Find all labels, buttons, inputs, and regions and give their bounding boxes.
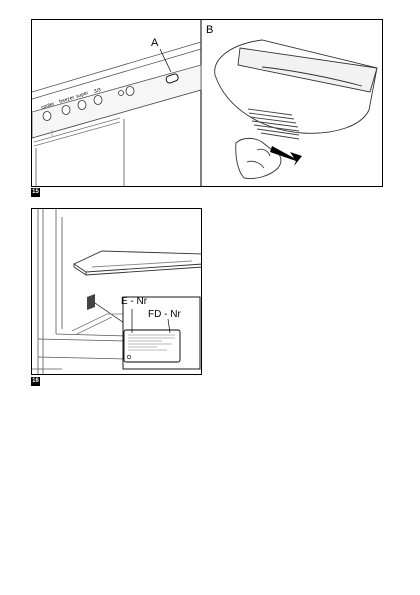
figure-15-number: 15 bbox=[31, 188, 40, 197]
glass-shelf bbox=[73, 250, 201, 276]
label-inset bbox=[122, 296, 201, 370]
hand bbox=[235, 137, 282, 179]
pull-arrow bbox=[270, 146, 302, 166]
panel-a-appliance bbox=[32, 41, 202, 186]
control-knobs bbox=[42, 86, 135, 121]
panel-b-lamp-cover bbox=[214, 39, 378, 134]
vent-slots bbox=[247, 108, 300, 140]
figure-16-drawing bbox=[32, 209, 201, 374]
figure-15: A B cooler freezer super 3/3 bbox=[31, 19, 383, 187]
fridge-interior bbox=[32, 209, 128, 374]
callout-a-label: A bbox=[151, 37, 159, 49]
figure-15-drawing bbox=[32, 20, 378, 186]
panel-b-label: B bbox=[206, 24, 214, 36]
figure-16-number: 16 bbox=[31, 377, 40, 386]
figure-16: E - Nr FD - Nr bbox=[31, 208, 202, 375]
fd-nr-label: FD - Nr bbox=[148, 309, 181, 320]
part-a-clip bbox=[159, 48, 179, 84]
e-nr-label: E - Nr bbox=[121, 296, 148, 307]
